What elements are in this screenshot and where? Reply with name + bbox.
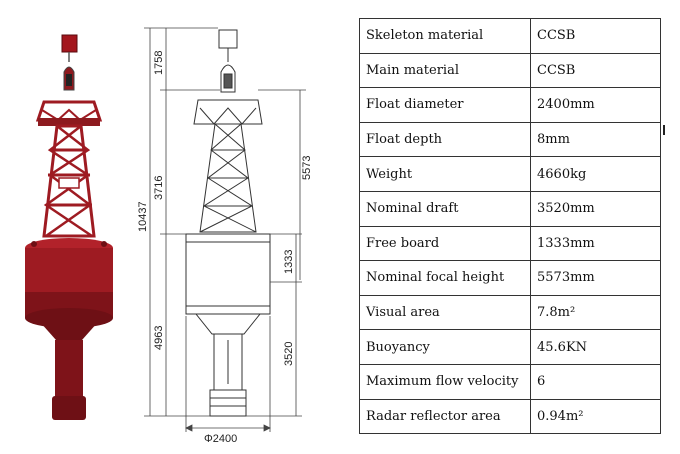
spec-value: 1333mm [530,225,661,262]
spec-value: 8mm [530,121,661,158]
spec-value: 0.94m² [530,398,661,435]
spec-label: Free board [359,225,531,262]
spec-label: Buoyancy [359,329,531,365]
dim-focal-height: 5573 [301,156,313,180]
spec-label: Weight [359,156,531,192]
dimension-lines [144,27,306,432]
dim-tower-height: 3716 [153,176,165,200]
spec-value: CCSB [530,18,661,54]
spec-value: 5573mm [530,260,661,296]
spec-value: 45.6KN [530,329,661,365]
spec-label: Nominal draft [359,190,531,227]
dim-free-board: 1333 [283,250,295,274]
dim-diameter: Φ2400 [204,433,237,445]
table-edge-mark [663,125,665,135]
spec-value: 6 [530,363,661,400]
spec-label: Float diameter [359,87,531,123]
dim-top-height: 1758 [153,51,165,75]
dim-draft: 3520 [283,342,295,366]
buoy-figure: 1758 3716 10437 4963 5573 1333 3520 Φ240… [25,27,313,445]
dim-overall-height: 10437 [137,201,149,232]
spec-label: Main material [359,52,531,89]
spec-value: 7.8m² [530,294,661,331]
spec-label: Visual area [359,294,531,331]
spec-value: CCSB [530,52,661,89]
buoy-line-drawing [185,29,271,417]
dim-lower-height: 4963 [153,326,165,350]
spec-value: 3520mm [530,190,661,227]
spec-label: Float depth [359,121,531,158]
spec-label: Nominal focal height [359,260,531,296]
spec-label: Skeleton material [359,18,531,54]
spec-label: Radar reflector area [359,398,531,435]
spec-value: 4660kg [530,156,661,192]
spec-label: Maximum flow velocity [359,363,531,400]
spec-value: 2400mm [530,87,661,123]
buoy-3d-render [25,34,113,420]
